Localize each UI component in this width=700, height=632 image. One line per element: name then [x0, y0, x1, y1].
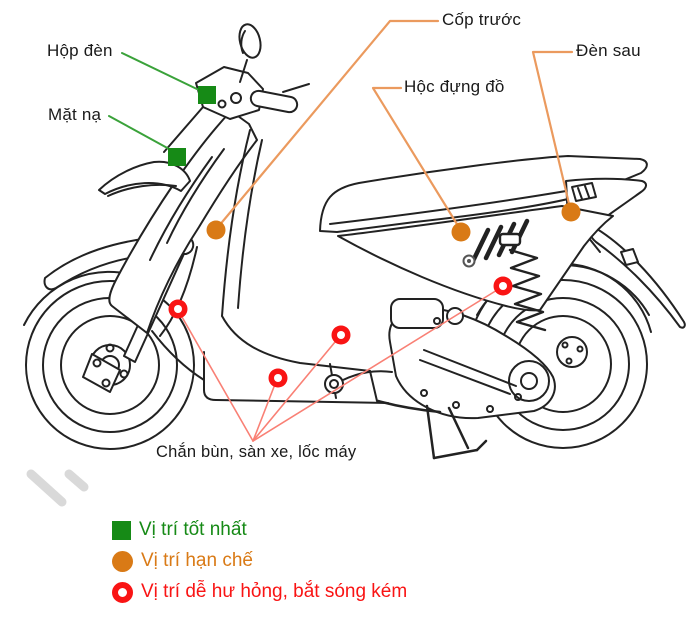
headlight — [98, 160, 191, 195]
scooter-body — [23, 23, 686, 460]
marker-limited-storage-box — [451, 222, 471, 242]
legend-item-limited: Vị trí hạn chế — [112, 550, 407, 572]
leader-chan-bun-4 — [252, 286, 503, 442]
legend-label-best: Vị trí tốt nhất — [139, 519, 247, 540]
leader-chan-bun-1 — [177, 309, 254, 442]
floorboard — [151, 315, 389, 404]
front-apron — [108, 110, 258, 334]
rear-mudflap — [588, 225, 686, 329]
marker-bad-floorboard — [268, 368, 288, 388]
handlebar — [163, 23, 310, 153]
orange-dot-marker-icon — [112, 550, 133, 572]
leader-den-sau — [531, 50, 574, 210]
marker-bad-engine — [493, 276, 513, 296]
shock-absorber — [498, 232, 547, 332]
position-markers — [168, 86, 581, 388]
legend-label-limited: Vị trí hạn chế — [141, 550, 253, 571]
leader-lines — [108, 19, 574, 442]
engine-block — [324, 298, 588, 420]
brake-cable — [159, 246, 198, 337]
label-mat-na: Mặt nạ — [48, 105, 102, 124]
green-square-marker-icon — [112, 520, 131, 540]
label-hop-den: Hộp đèn — [47, 41, 113, 60]
marker-bad-front-fender — [168, 299, 188, 319]
brake-caliper — [82, 353, 121, 393]
label-den-sau: Đèn sau — [576, 41, 641, 60]
marker-bad-frame — [331, 325, 351, 345]
handle-grip — [249, 89, 299, 114]
mirror-stem — [239, 59, 248, 83]
marker-limited-tail-light — [561, 202, 581, 222]
kickstand — [376, 399, 488, 460]
label-cop-truoc: Cốp trước — [442, 10, 522, 29]
leader-lines-red — [177, 286, 503, 442]
leader-hoc-dung-do — [371, 86, 462, 231]
leader-hop-den — [121, 52, 202, 92]
leader-mat-na — [108, 115, 172, 151]
watermark-strokes — [26, 469, 89, 507]
leader-chan-bun-3 — [252, 335, 341, 442]
leader-lines-orange — [216, 19, 574, 231]
label-chan-bun: Chắn bùn, sàn xe, lốc máy — [156, 443, 357, 461]
leader-chan-bun-2 — [252, 378, 278, 442]
marker-limited-front-trunk — [206, 220, 226, 240]
brake-lever — [282, 83, 310, 93]
mirror — [238, 23, 262, 59]
legend-item-best: Vị trí tốt nhất — [112, 519, 407, 541]
legend-item-bad: Vị trí dễ hư hỏng, bắt sóng kém — [112, 581, 407, 603]
label-hoc-dung-do: Hộc đựng đồ — [404, 77, 505, 96]
red-ring-marker-icon — [112, 581, 133, 603]
leader-lines-green — [108, 52, 202, 151]
legend: Vị trí tốt nhất Vị trí hạn chế Vị trí dễ… — [112, 519, 407, 603]
marker-best-front-panel — [168, 148, 186, 166]
leader-cop-truoc — [216, 19, 440, 229]
tail-light — [571, 182, 597, 202]
legend-label-bad: Vị trí dễ hư hỏng, bắt sóng kém — [141, 581, 408, 602]
steering-column — [221, 129, 263, 317]
marker-best-headlight-box — [198, 86, 216, 104]
